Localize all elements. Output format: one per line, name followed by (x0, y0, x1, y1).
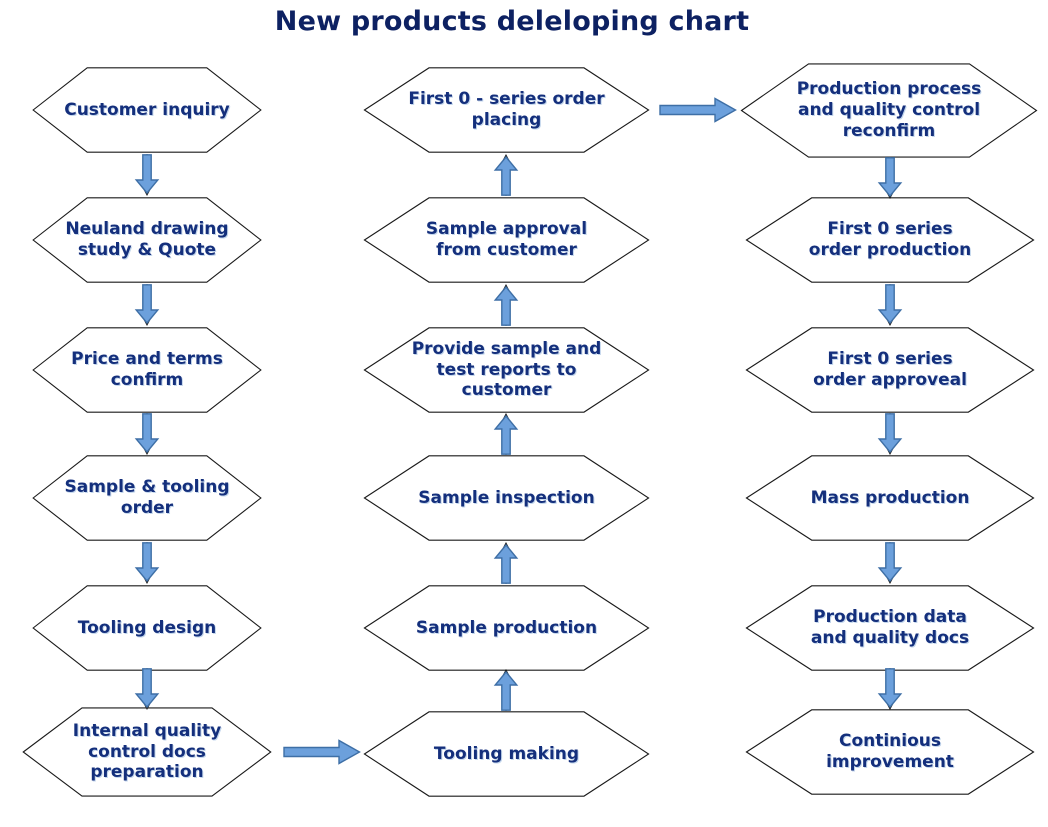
arrow-down-icon (878, 156, 902, 200)
hexagon-shape-icon (363, 67, 650, 153)
arrow-up-icon (494, 283, 518, 327)
hexagon-shape-icon (745, 585, 1035, 671)
flow-node-label: Sample inspection (418, 487, 595, 508)
hexagon-shape-icon (745, 709, 1035, 795)
hexagon-shape-icon (363, 455, 650, 541)
flow-node-label: Mass production (810, 487, 970, 508)
page-title: New products deleloping chart (274, 6, 750, 37)
hexagon-shape-icon (363, 327, 650, 413)
hexagon-shape-icon (32, 585, 262, 671)
arrow-right-icon (659, 97, 737, 123)
arrow-down-icon (135, 283, 159, 327)
flow-node-label: Tooling making (433, 743, 580, 764)
flow-node-tooling-making[interactable]: Tooling making (363, 711, 650, 797)
arrow-up-icon (494, 153, 518, 197)
flow-node-sample-production[interactable]: Sample production (363, 585, 650, 671)
arrow-down-icon (135, 412, 159, 456)
hexagon-shape-icon (745, 455, 1035, 541)
hexagon-shape-icon (22, 707, 272, 797)
arrow-up-icon (494, 668, 518, 712)
hexagon-shape-icon (363, 197, 650, 283)
flow-node-sample-inspection[interactable]: Sample inspection (363, 455, 650, 541)
arrow-up-icon (494, 412, 518, 456)
flow-node-label: Sample production (415, 617, 598, 638)
hexagon-shape-icon (740, 63, 1038, 158)
hexagon-shape-icon (32, 197, 262, 283)
hexagon-shape-icon (32, 455, 262, 541)
flow-node-label: Tooling design (77, 617, 217, 638)
hexagon-shape-icon (363, 711, 650, 797)
arrow-down-icon (878, 667, 902, 711)
hexagon-shape-icon (745, 197, 1035, 283)
arrow-down-icon (878, 412, 902, 456)
arrow-down-icon (135, 153, 159, 197)
arrow-down-icon (135, 667, 159, 711)
arrow-up-icon (494, 541, 518, 585)
arrow-down-icon (878, 283, 902, 327)
arrow-right-icon (283, 739, 361, 765)
arrow-down-icon (135, 541, 159, 585)
flow-node-mass-production[interactable]: Mass production (745, 455, 1035, 541)
hexagon-shape-icon (363, 585, 650, 671)
arrow-down-icon (878, 541, 902, 585)
flow-node-customer-inquiry[interactable]: Customer inquiry (32, 67, 262, 153)
flow-node-tooling-design[interactable]: Tooling design (32, 585, 262, 671)
flow-node-label: Customer inquiry (64, 99, 230, 120)
hexagon-shape-icon (32, 327, 262, 413)
hexagon-shape-icon (745, 327, 1035, 413)
hexagon-shape-icon (32, 67, 262, 153)
